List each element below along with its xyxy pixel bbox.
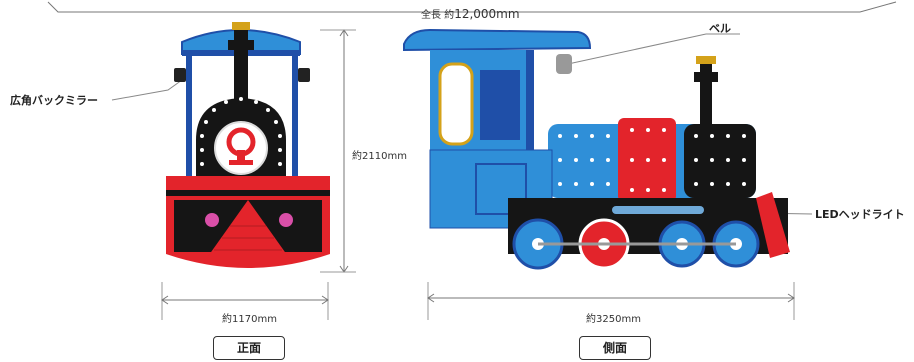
left-mirror	[174, 68, 186, 82]
bell	[556, 54, 572, 74]
right-mirror	[298, 68, 310, 82]
bell-callout: ベル	[709, 22, 731, 35]
total-length-label: 全長 約12,000mm	[421, 6, 520, 21]
front-emblem-left	[205, 213, 219, 227]
front-view-label: 正面	[213, 336, 285, 360]
front-width-label: 約1170mm	[222, 314, 277, 325]
height-label: 約2110mm	[352, 151, 407, 162]
headlight-pipe	[612, 206, 704, 214]
side-view-label: 側面	[579, 336, 651, 360]
front-emblem-right	[279, 213, 293, 227]
mirror-callout: 広角バックミラー	[10, 94, 98, 107]
side-length-label: 約3250mm	[586, 314, 641, 325]
total-length-prefix: 全長 約	[421, 10, 455, 21]
headlight-callout: LEDヘッドライト	[815, 208, 905, 221]
total-length-value: 12,000mm	[454, 7, 520, 21]
